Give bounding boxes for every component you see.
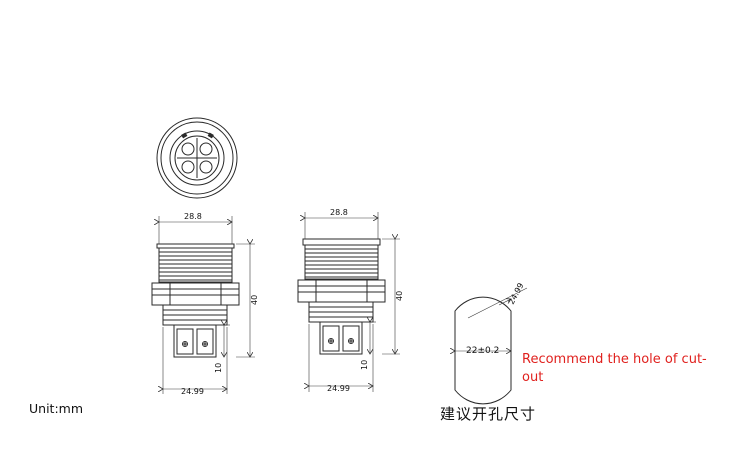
unit-label: Unit:mm <box>29 401 84 416</box>
thread-lines-right <box>304 244 379 280</box>
thread-lines-left <box>158 247 233 283</box>
left-base-width-label: 24.99 <box>181 387 204 396</box>
right-pin-height-label: 10 <box>360 360 369 370</box>
recommend-cutout-note: Recommend the hole of cut-out <box>522 352 707 385</box>
right-width-label: 28.8 <box>330 208 348 217</box>
right-dimension-lines <box>305 212 400 392</box>
left-width-label: 28.8 <box>184 212 202 221</box>
cutout-dimension-lines <box>455 287 528 351</box>
connector-front-view <box>156 117 238 199</box>
connector-side-view-right <box>297 238 386 355</box>
left-height-label: 40 <box>250 295 259 305</box>
right-height-label: 40 <box>395 291 404 301</box>
right-base-width-label: 24.99 <box>327 384 350 393</box>
connector-side-view-left <box>151 243 240 358</box>
cutout-width-label: 22±0.2 <box>466 346 499 356</box>
cutout-hole-shape <box>454 296 512 405</box>
left-dimension-lines <box>159 216 255 394</box>
left-pin-height-label: 10 <box>214 363 223 373</box>
cutout-diameter-label: 24.99 <box>507 281 526 305</box>
cutout-title-cn: 建议开孔尺寸 <box>440 405 537 423</box>
